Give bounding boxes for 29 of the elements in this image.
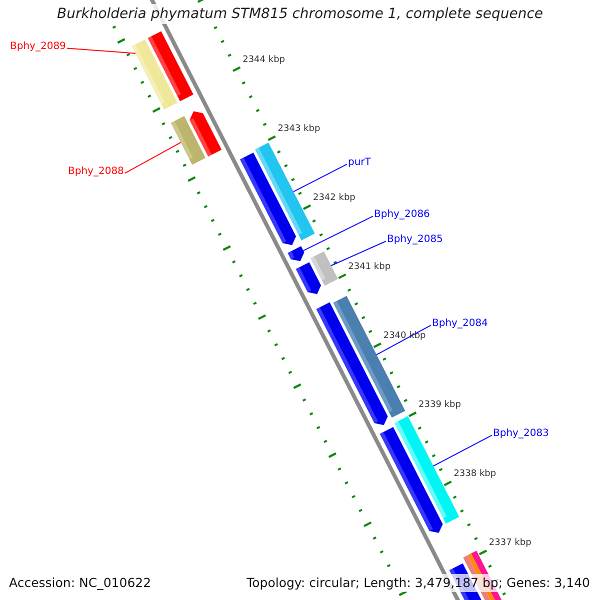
leader-line [302,216,374,252]
tick-label: 2342 kbp [312,193,356,204]
topology-text: Topology: circular; Length: 3,479,187 bp; Genes: 3,140 [246,574,590,592]
gene-label: Bphy_2085 [387,234,443,246]
tick-label: 2344 kbp [242,55,285,66]
leader-line [330,240,386,266]
gene-label: Bphy_2086 [374,209,430,221]
gene-label: Bphy_2084 [432,318,488,330]
tick-label: 2343 kbp [278,124,320,136]
gene-label: purT [348,157,371,169]
tick-label: 2337 kbp [488,538,532,550]
gene-feature [170,116,206,165]
gene-feature [310,251,338,286]
leader-line [292,164,348,192]
gene-label: Bphy_2089 [10,41,66,53]
tick-label: 2341 kbp [348,262,391,274]
gene-feature [132,39,178,110]
tick-label: 2340 kbp [383,331,426,342]
leader-line [124,142,182,174]
leader-line [66,48,136,54]
gene-feature [333,296,406,418]
leader-line [432,434,492,467]
tick-label: 2338 kbp [454,469,496,480]
gene-feature [255,142,315,240]
tick-label: 2339 kbp [418,400,461,412]
gene-label: Bphy_2083 [493,428,549,440]
leader-line [376,324,432,356]
gene-label: Bphy_2088 [68,166,124,178]
gene-feature [288,246,304,262]
